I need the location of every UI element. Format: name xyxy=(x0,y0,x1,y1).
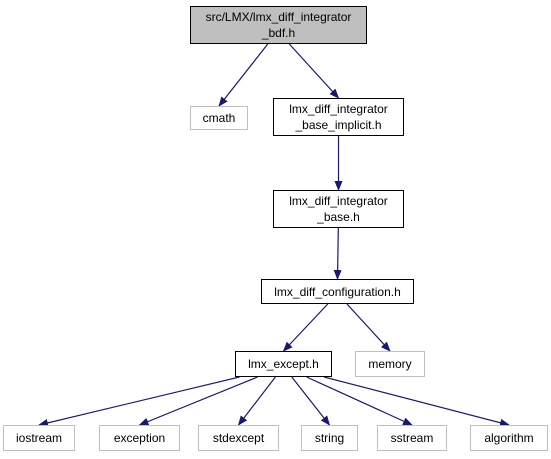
node-lmx-except-h[interactable]: lmx_except.h xyxy=(235,351,332,377)
node-cmath[interactable]: cmath xyxy=(190,106,248,130)
node-lmx-diff-integrator-base-h[interactable]: lmx_diff_integrator _base.h xyxy=(273,190,404,228)
node-label: exception xyxy=(113,431,166,445)
edge-root-to-cmath xyxy=(218,43,269,107)
node-algorithm[interactable]: algorithm xyxy=(470,425,548,451)
edge-except-to-algorithm xyxy=(323,376,510,427)
node-string[interactable]: string xyxy=(301,425,358,451)
edge-except-to-sstream xyxy=(306,376,413,426)
node-label: sstream xyxy=(390,431,434,445)
node-label: memory xyxy=(368,357,412,371)
node-lmx-diff-integrator-bdf-h[interactable]: src/LMX/lmx_diff_integrator _bdf.h xyxy=(190,6,367,44)
node-label: string xyxy=(314,431,345,445)
node-exception[interactable]: exception xyxy=(99,425,180,451)
edge-except-to-exception xyxy=(138,376,258,426)
node-label-line2: _base_implicit.h xyxy=(295,118,382,132)
edge-except-to-stdexcept xyxy=(237,376,276,426)
node-label-line1: src/LMX/lmx_diff_integrator xyxy=(205,10,352,24)
edge-configuration-to-memory xyxy=(346,303,391,352)
node-label: lmx_except.h xyxy=(248,357,319,371)
node-iostream[interactable]: iostream xyxy=(3,425,75,451)
node-label-line2: _bdf.h xyxy=(261,26,296,40)
node-lmx-diff-integrator-base-implicit-h[interactable]: lmx_diff_integrator _base_implicit.h xyxy=(273,98,404,136)
node-memory[interactable]: memory xyxy=(355,351,425,377)
edge-base-to-configuration xyxy=(333,227,342,280)
node-label-line1: lmx_diff_integrator xyxy=(289,194,388,208)
node-label: algorithm xyxy=(484,431,534,445)
node-label: stdexcept xyxy=(212,431,265,445)
node-lmx-diff-configuration-h[interactable]: lmx_diff_configuration.h xyxy=(261,279,414,304)
node-label: iostream xyxy=(15,431,62,445)
node-label: cmath xyxy=(202,111,236,125)
node-label: lmx_diff_configuration.h xyxy=(274,284,401,299)
edge-configuration-to-except xyxy=(282,303,329,352)
edge-root-to-base_implicit xyxy=(288,43,340,99)
edge-except-to-string xyxy=(291,376,331,426)
node-sstream[interactable]: sstream xyxy=(377,425,447,451)
edge-except-to-iostream xyxy=(38,376,240,427)
node-stdexcept[interactable]: stdexcept xyxy=(198,425,279,451)
node-label-line2: _base.h xyxy=(317,210,360,224)
node-label-line1: lmx_diff_integrator xyxy=(289,102,388,116)
